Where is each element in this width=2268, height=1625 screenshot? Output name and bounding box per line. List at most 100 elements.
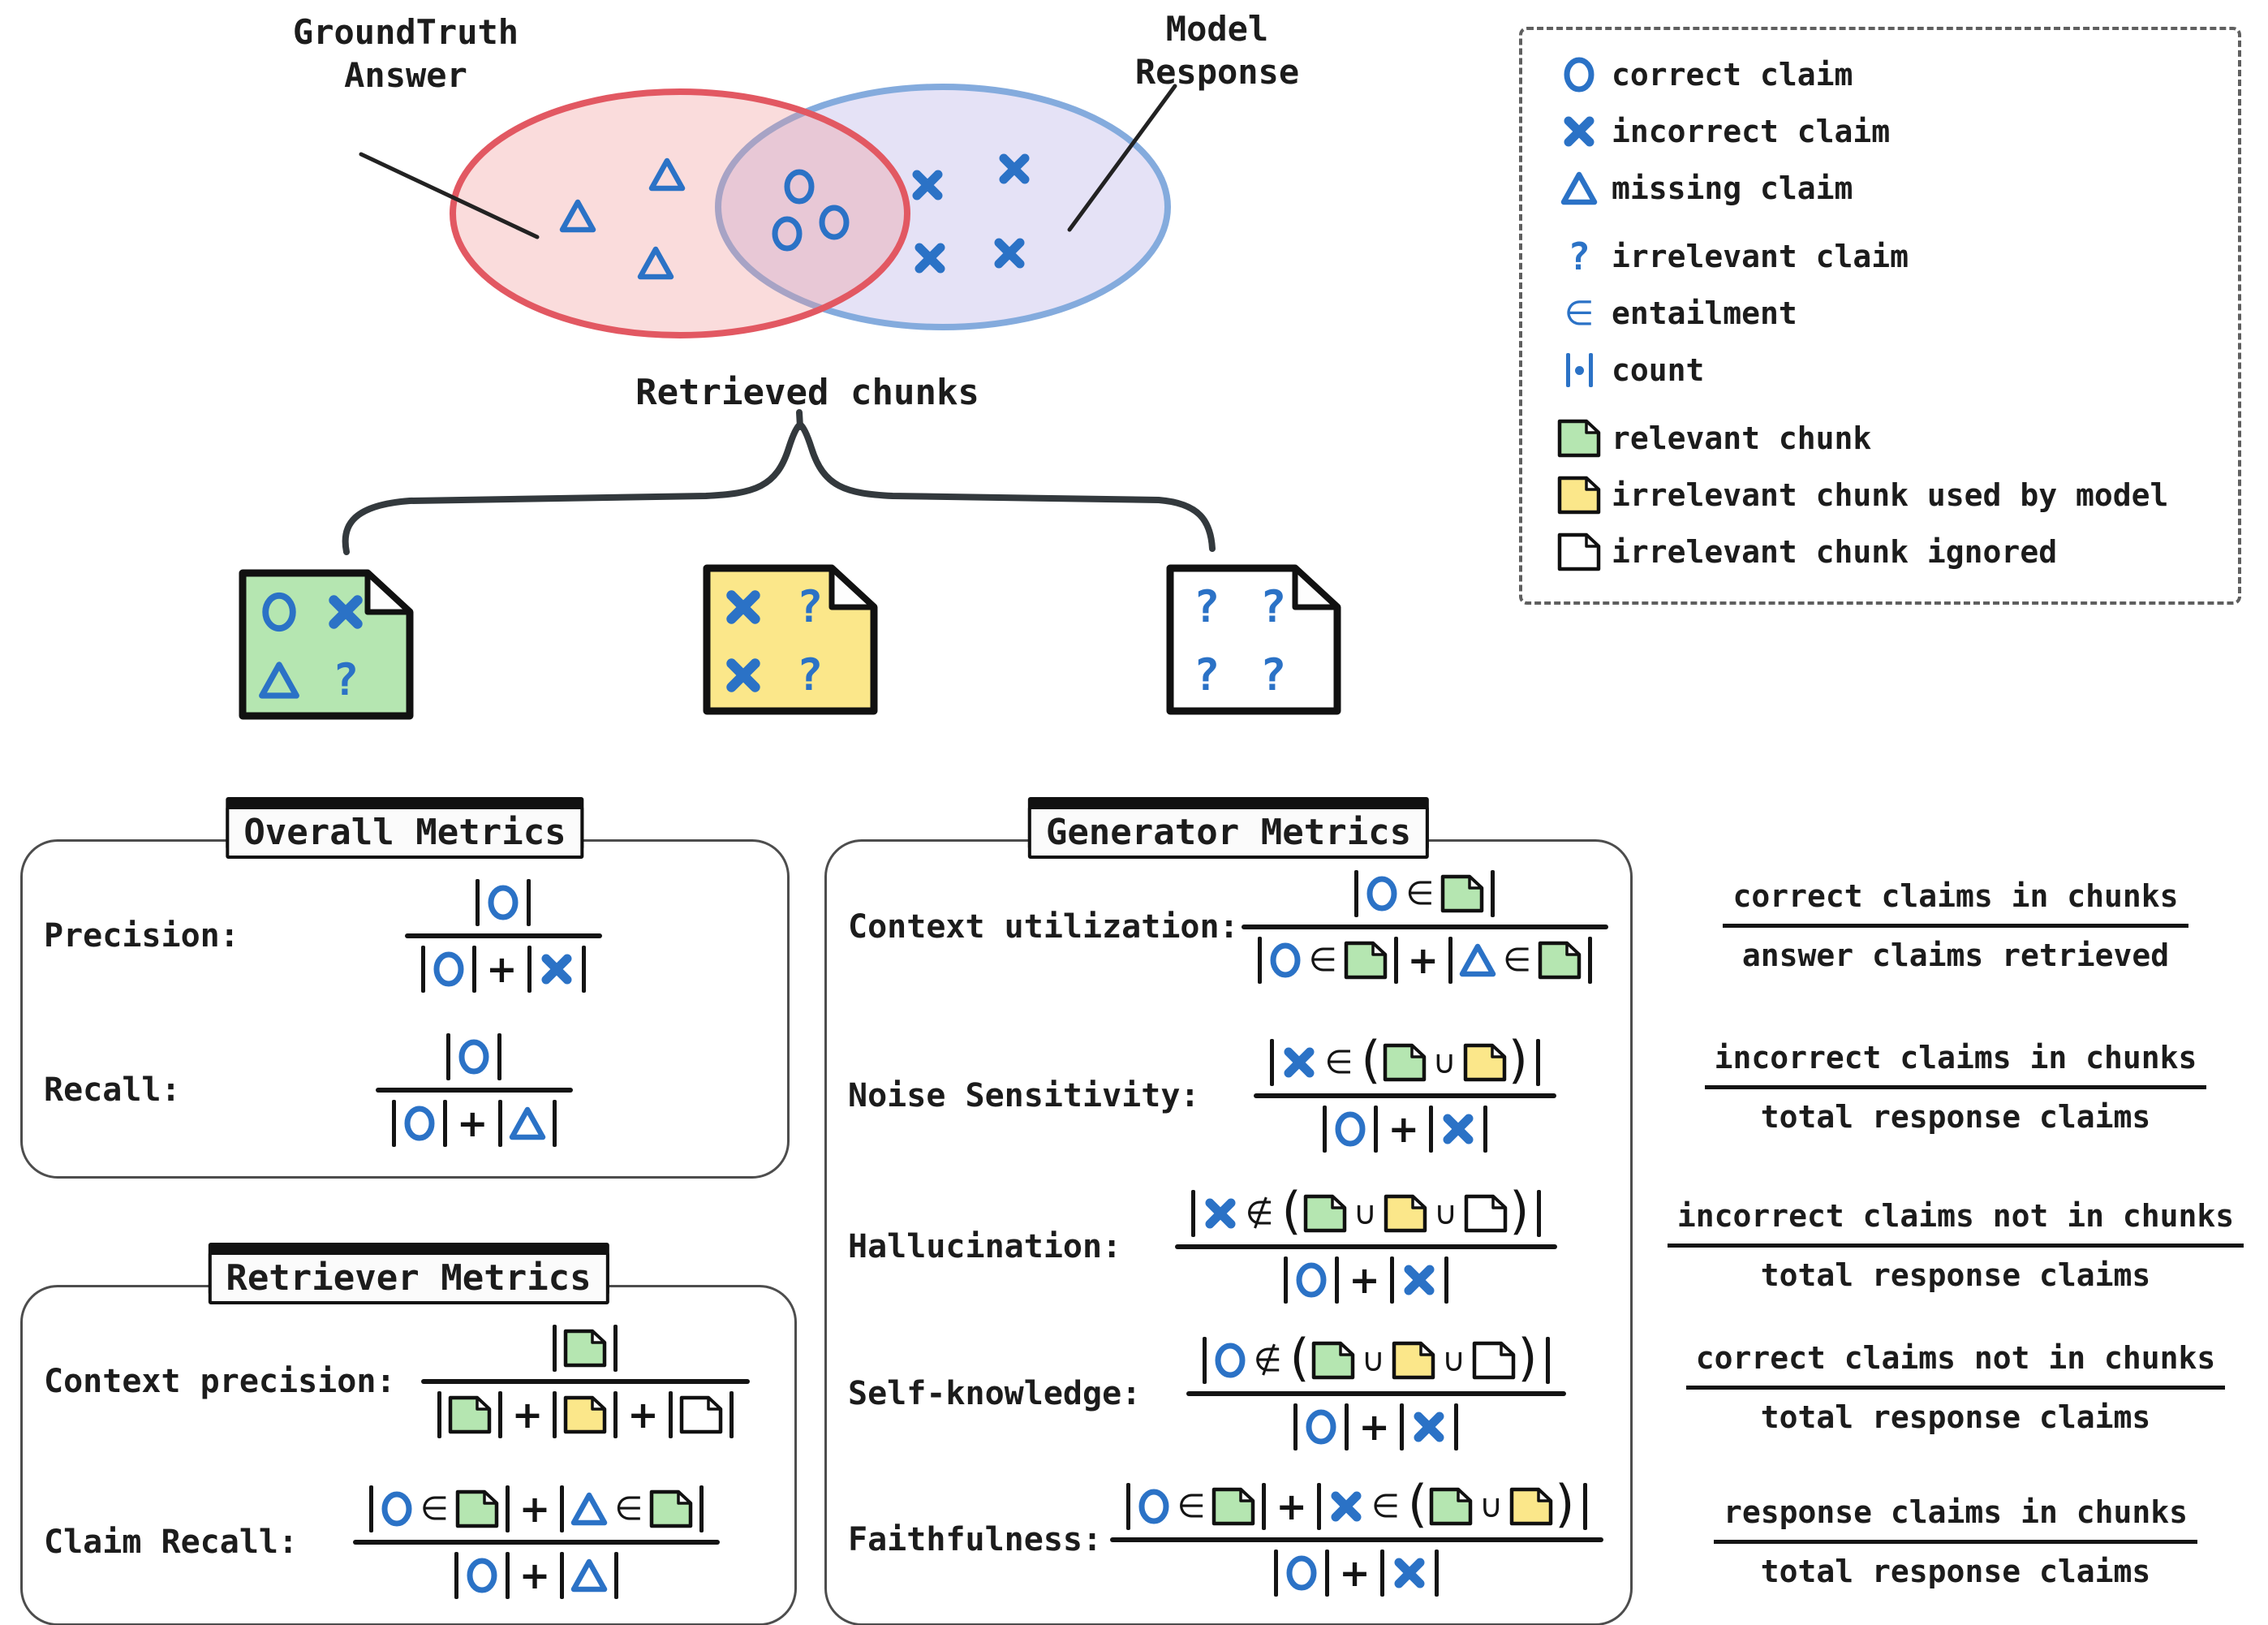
count-bar (421, 946, 426, 993)
correct-claim-icon (1304, 1407, 1338, 1446)
fraction-denominator: + (1277, 1396, 1474, 1458)
count-bar (729, 1391, 734, 1438)
missing-claim-icon (570, 1558, 608, 1593)
count-bar (553, 1325, 557, 1372)
irrelevant-claim-icon: ? (1193, 649, 1220, 700)
legend-icon-cell: ? (1547, 238, 1612, 275)
incorrect-claim-icon (725, 657, 762, 694)
incorrect-claim-icon (1440, 1110, 1477, 1148)
metric-formula-fraction: ∈+∈+ (352, 1478, 721, 1606)
legend-item-missing-claim: missing claim (1547, 160, 2230, 217)
retriever-metric-row-contextprecision: Context precision:++ (44, 1310, 775, 1453)
fraction-denominator: + (1267, 1249, 1465, 1311)
entailment-symbol: ∈ (1371, 1488, 1400, 1525)
side-fraction-denominator: answer claims retrieved (1741, 938, 2170, 973)
legend-icon-cell (1547, 476, 1612, 515)
side-fraction-numerator: incorrect claims in chunks (1704, 1040, 2207, 1089)
irrelevant-chunk-ignored-symbols: ???? (1173, 573, 1306, 709)
correct-claim-icon (1213, 1341, 1247, 1380)
fraction-bar (1254, 1093, 1556, 1098)
close-paren: ) (1555, 1474, 1575, 1533)
correct-claim-icon (1137, 1487, 1171, 1526)
entailment-symbol: ∈ (420, 1490, 449, 1528)
correct-claim-icon (432, 950, 466, 989)
missing-claim-icon (1560, 170, 1598, 206)
legend-icon-cell (1547, 113, 1612, 150)
entailment-symbol: ∈ (1177, 1488, 1206, 1525)
union-symbol: ∪ (1434, 1195, 1458, 1232)
count-bar (553, 1391, 557, 1438)
overall-metrics-title: Overall Metrics (226, 806, 584, 859)
union-symbol: ∪ (1353, 1195, 1377, 1232)
incorrect-claim-icon (1280, 1044, 1318, 1081)
incorrect-claim-icon (1328, 1488, 1365, 1525)
correct-claim-icon (402, 1104, 437, 1143)
retriever-metrics-title: Retriever Metrics (208, 1252, 609, 1304)
side-fraction-denominator: total response claims (1760, 1257, 2151, 1293)
entailment-symbol: ∈ (1405, 875, 1435, 912)
count-bar (1429, 1106, 1433, 1153)
side-fraction-numerator: correct claims not in chunks (1685, 1340, 2226, 1390)
model-response-label: Model Response (1134, 9, 1300, 92)
metric-label: Faithfulness: (848, 1521, 1103, 1558)
count-bar (1537, 1190, 1542, 1237)
count-bar (505, 1552, 510, 1599)
irrelevant-chunk-ignored-icon (1557, 532, 1601, 571)
plus-symbol: + (486, 947, 518, 991)
generator-metric-row-hallucination: Hallucination:∉(∪∪)+ (848, 1175, 1611, 1318)
fraction-denominator: ++ (421, 1384, 750, 1446)
missing-claim-icon (259, 662, 299, 699)
missing-claim-icon (570, 1491, 608, 1527)
side-fraction-denominator: total response claims (1760, 1399, 2151, 1435)
irrelevant-chunk-used-icon (563, 1395, 607, 1434)
correct-claim-icon (1365, 874, 1399, 913)
relevant-chunk-icon (1538, 941, 1582, 980)
generator-metric-row-faithfulness: Faithfulness:∈+∈(∪)+ (848, 1468, 1611, 1611)
entailment-symbol: ∈ (1308, 942, 1337, 979)
retriever-metric-row-claimrecall: Claim Recall:∈+∈+ (44, 1471, 775, 1614)
count-bar (1190, 1190, 1195, 1237)
metric-label: Context utilization: (848, 908, 1239, 946)
metric-label: Noise Sensitivity: (848, 1077, 1200, 1114)
incorrect-claim-icon (1560, 113, 1598, 150)
fraction-bar (1174, 1244, 1558, 1249)
metric-label: Recall: (44, 1071, 181, 1109)
count-bar (1270, 1039, 1275, 1086)
relevant-chunk-icon (1440, 874, 1484, 913)
count-bar (472, 946, 477, 993)
irrelevant-chunk-ignored-icon (679, 1395, 723, 1434)
relevant-chunk-document: ? (238, 567, 415, 722)
legend-item-relevant-chunk: relevant chunk (1547, 410, 2230, 467)
count-bar (1374, 1106, 1379, 1153)
fraction-denominator: + (1306, 1098, 1504, 1160)
count-bar (1345, 1403, 1349, 1450)
side-fraction-numerator: incorrect claims not in chunks (1667, 1198, 2244, 1248)
count-bar (454, 1552, 458, 1599)
plus-symbol: + (1388, 1107, 1419, 1151)
irrelevant-claim-icon: ? (1193, 581, 1220, 632)
count-bar (527, 879, 531, 926)
fraction-denominator: + (438, 1545, 635, 1606)
not-entailment-symbol: ∉ (1245, 1195, 1274, 1232)
count-bar (446, 1033, 451, 1080)
relevant-chunk-icon (649, 1489, 693, 1528)
count-bar (1202, 1337, 1207, 1384)
legend-icon-cell (1547, 170, 1612, 206)
side-fraction-3: incorrect claims not in chunks total resp… (1647, 1198, 2264, 1293)
relevant-chunk-icon (1557, 419, 1601, 458)
incorrect-claim-icon (1401, 1261, 1438, 1299)
union-symbol: ∪ (1432, 1044, 1457, 1081)
plus-symbol: + (1349, 1258, 1380, 1302)
count-bar (392, 1100, 397, 1147)
incorrect-claim-icon (327, 593, 364, 631)
irrelevant-chunk-used-icon (1392, 1341, 1435, 1380)
correct-claim-icon (1285, 1554, 1319, 1593)
side-fraction-numerator: correct claims in chunks (1723, 878, 2188, 928)
relevant-chunk-icon (455, 1489, 499, 1528)
correct-claim-icon (465, 1556, 499, 1595)
legend-label: missing claim (1612, 170, 1853, 206)
count-bar (1389, 1256, 1394, 1304)
irrelevant-chunk-used-symbols: ?? (710, 573, 843, 709)
relevant-chunk-symbols: ? (246, 578, 379, 714)
